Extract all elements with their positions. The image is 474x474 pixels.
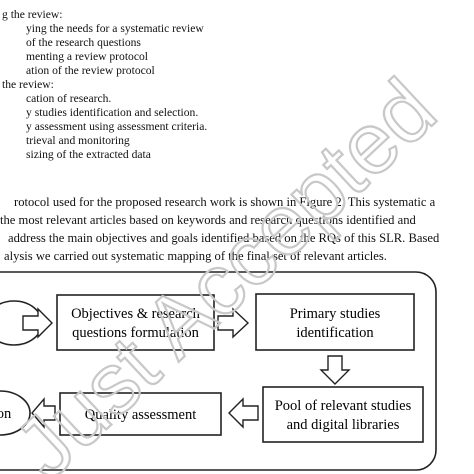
list-item: cation of research. bbox=[26, 92, 112, 105]
list-item: ation of the review protocol bbox=[26, 64, 155, 77]
pool-box: Pool of relevant studies and digital lib… bbox=[262, 386, 424, 443]
objectives-line-1: Objectives & research bbox=[71, 306, 201, 322]
left-partial-box: on bbox=[0, 390, 31, 436]
arrow-down-icon bbox=[319, 355, 351, 385]
list-item: y assessment using assessment criteria. bbox=[26, 120, 208, 133]
arrow-right-icon bbox=[22, 307, 53, 339]
pool-line-1: Pool of relevant studies bbox=[275, 398, 412, 414]
quality-line-1: Quality assessment bbox=[85, 407, 197, 423]
list-item: the review: bbox=[2, 78, 54, 91]
quality-box: Quality assessment bbox=[59, 392, 222, 436]
arrow-left-icon bbox=[31, 397, 56, 429]
pool-line-2: and digital libraries bbox=[287, 417, 400, 433]
arrow-right-icon bbox=[217, 307, 250, 339]
objectives-line-2: questions formulation bbox=[72, 325, 200, 341]
primary-studies-box: Primary studies identification bbox=[255, 293, 415, 351]
primary-line-1: Primary studies bbox=[290, 306, 381, 322]
objectives-box: Objectives & research questions formulat… bbox=[56, 294, 215, 351]
paragraph-line: alysis we carried out systematic mapping… bbox=[4, 249, 387, 263]
paragraph-line: the most relevant articles based on keyw… bbox=[0, 213, 416, 227]
paragraph-line: rotocol used for the proposed research w… bbox=[14, 195, 436, 209]
left-partial-text: on bbox=[0, 406, 12, 422]
list-item: sizing of the extracted data bbox=[26, 148, 151, 161]
diagram-frame bbox=[0, 271, 437, 471]
paragraph-line: address the main objectives and goals id… bbox=[8, 231, 440, 245]
arrow-left-icon bbox=[228, 397, 259, 429]
list-item: ying the needs for a systematic review bbox=[26, 22, 204, 35]
list-item: y studies identification and selection. bbox=[26, 106, 199, 119]
primary-line-2: identification bbox=[296, 325, 374, 341]
list-item: trieval and monitoring bbox=[26, 134, 130, 147]
list-item: menting a review protocol bbox=[26, 50, 149, 63]
list-item: of the research questions bbox=[26, 36, 141, 49]
list-item: g the review: bbox=[2, 8, 63, 21]
